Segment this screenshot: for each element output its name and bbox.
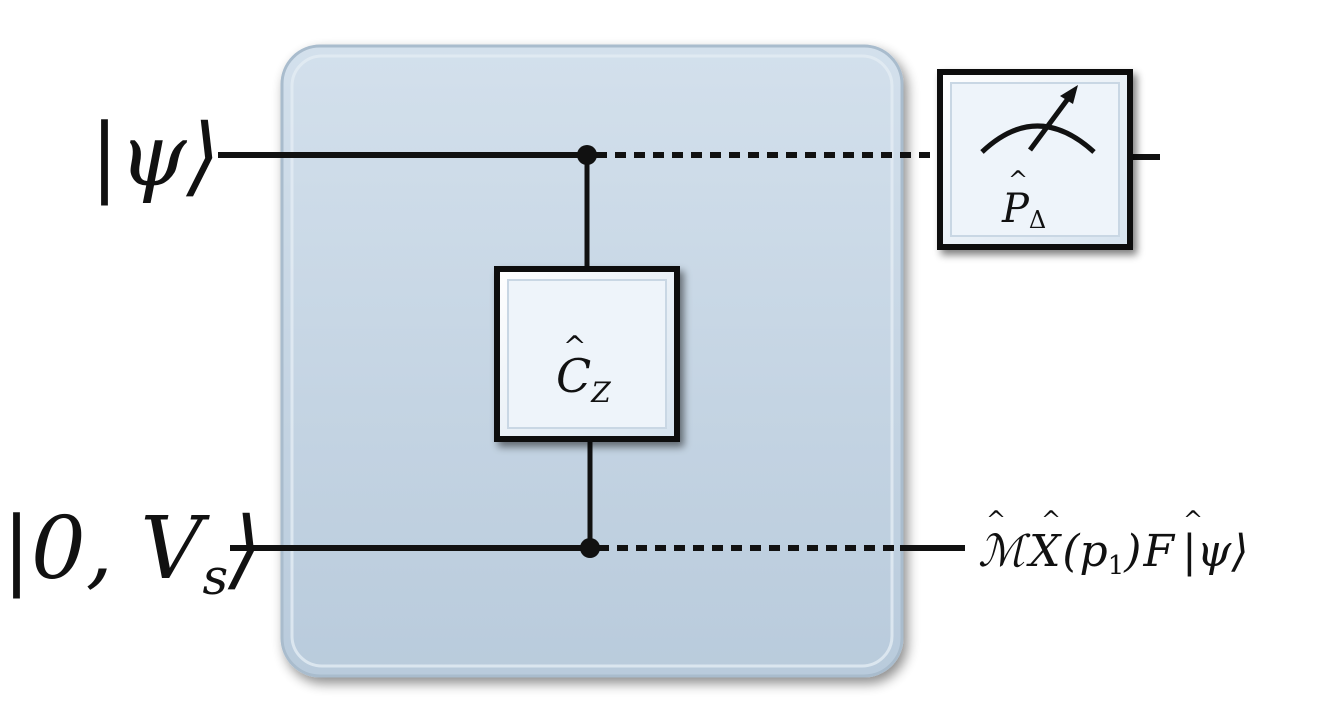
cz-subscript: Z [590,376,611,409]
svg-text:CZ: CZ [556,349,611,409]
output-arg-close: ) [1123,526,1141,577]
cz-symbol: C [556,349,591,403]
meter-arrowhead-icon [1060,85,1078,104]
output-f: F [1142,526,1175,577]
measure-subscript: Δ [1029,206,1046,234]
cz-hat: ^ [563,330,586,363]
output-x: X [1026,526,1062,577]
output-arg-sub: 1 [1108,551,1125,581]
output-psi: |ψ⟩ [1182,526,1249,577]
output-m: ℳ [978,526,1031,577]
bottom-input-close: ⟩ [227,499,262,599]
meter-needle-icon [1027,94,1073,152]
measure-hat: ^ [1008,166,1028,194]
svg-text:PΔ: PΔ [1001,186,1046,234]
control-dot-bottom [580,538,600,558]
meter-arc-icon [980,123,1096,154]
bottom-input-subscript: s [202,548,228,606]
cz-gate [494,266,680,442]
output-state: ℳX(p1)F|ψ⟩ [978,526,1248,581]
output-arg-open: (p [1062,526,1107,577]
bottom-input-main: |0, V [2,499,210,599]
control-dot-top [577,145,597,165]
top-input-state: |ψ⟩ [90,106,220,206]
measurement-gate [937,69,1133,250]
measure-symbol: P [1001,186,1030,232]
output-hats: ^^^ [986,506,1203,534]
bottom-input-state: |0, Vs⟩ [2,499,262,606]
